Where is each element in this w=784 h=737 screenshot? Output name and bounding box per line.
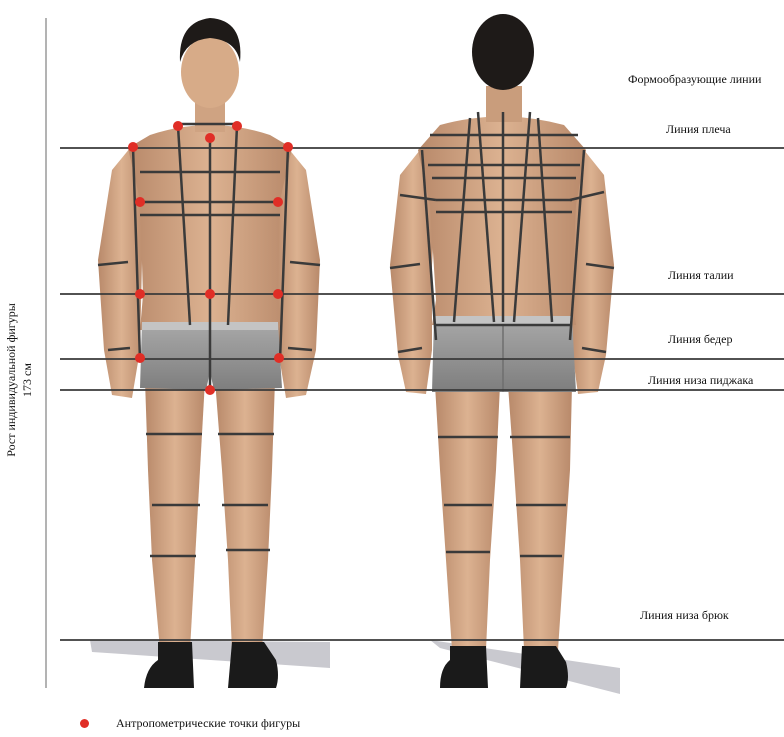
height-axis-title: Рост индивидуальной фигуры — [4, 260, 19, 500]
shoulder-line-label: Линия плеча — [666, 122, 731, 137]
anthropometric-point — [135, 289, 145, 299]
anthropometric-point — [232, 121, 242, 131]
back-right-shoe — [520, 646, 568, 688]
back-head — [472, 14, 534, 90]
back-left-leg — [435, 385, 500, 650]
back-figure — [390, 14, 614, 688]
anthropometric-point — [135, 197, 145, 207]
legend-text: Антропометрические точки фигуры — [116, 716, 300, 731]
height-axis-label: Рост индивидуальной фигуры 173 см — [4, 332, 14, 380]
front-head — [181, 36, 239, 108]
height-axis-value: 173 см — [20, 260, 35, 500]
anthropometric-point — [205, 133, 215, 143]
back-left-shoe — [440, 646, 488, 688]
anthropometric-point — [173, 121, 183, 131]
anthropometric-point — [274, 353, 284, 363]
front-left-leg — [145, 380, 205, 650]
anthropometric-point — [205, 289, 215, 299]
anthropometric-point — [205, 385, 215, 395]
anthropometric-point — [135, 353, 145, 363]
front-figure — [98, 18, 320, 688]
hip-line-label: Линия бедер — [668, 332, 732, 347]
waist-line-label: Линия талии — [668, 268, 734, 283]
anthropometric-point — [283, 142, 293, 152]
front-right-leg — [215, 380, 275, 650]
anthropometric-point-icon — [80, 719, 89, 728]
trouser-bottom-line-label: Линия низа брюк — [640, 608, 729, 623]
anthropometric-point — [273, 289, 283, 299]
shaping-lines-label: Формообразующие линии — [628, 72, 761, 87]
jacket-bottom-line-label: Линия низа пиджака — [648, 373, 753, 388]
anthropometric-point — [273, 197, 283, 207]
back-shorts — [432, 316, 576, 392]
front-floor-shadow — [90, 640, 330, 668]
anthropometric-point — [128, 142, 138, 152]
back-right-leg — [508, 385, 572, 650]
